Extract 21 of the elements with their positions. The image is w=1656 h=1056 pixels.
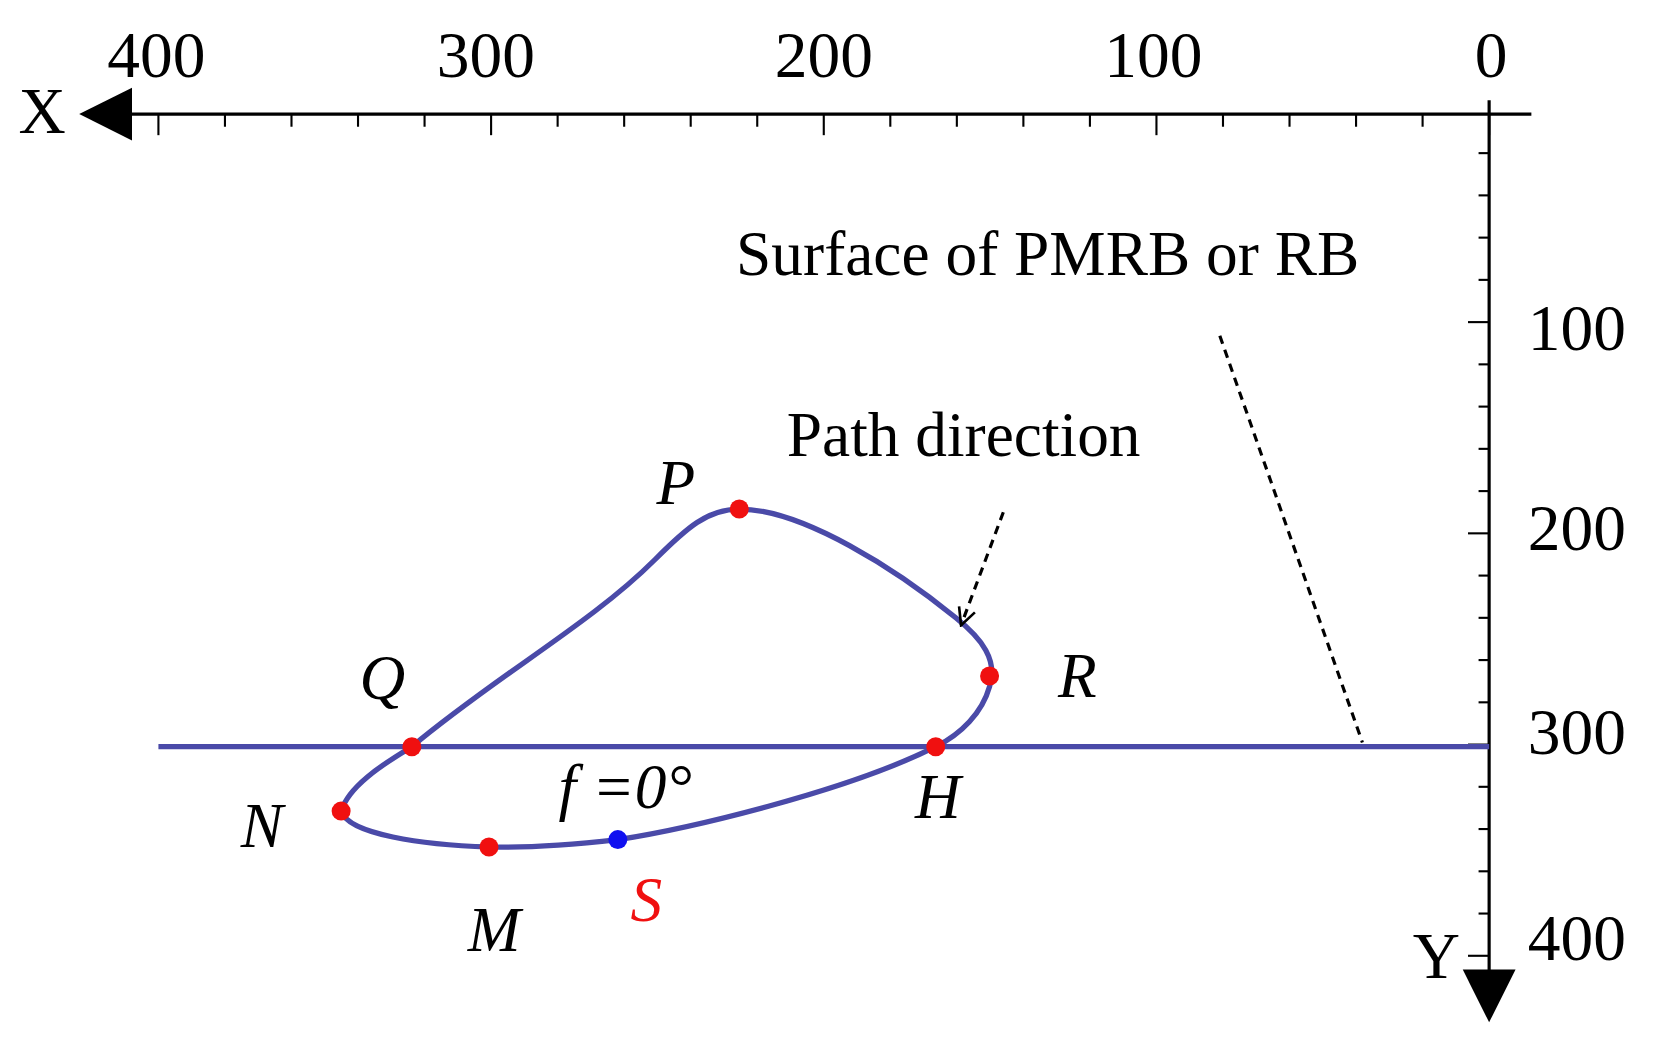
point-label: S	[630, 868, 663, 932]
tick-label: 100	[1104, 22, 1203, 88]
point-label: N	[240, 794, 284, 858]
axis-label: X	[18, 78, 66, 144]
tick-label: 400	[1527, 905, 1626, 971]
tick-label: 300	[1527, 699, 1626, 765]
surface-line	[158, 744, 1490, 750]
leader-line	[1218, 335, 1364, 743]
tick-label: 0	[1474, 22, 1508, 88]
axis-label: Y	[1412, 923, 1460, 989]
tick-label: 400	[107, 22, 206, 88]
tick-label: 300	[436, 22, 535, 88]
point-label: R	[1057, 644, 1097, 708]
point-label: P	[656, 450, 696, 515]
tick-label: 200	[774, 22, 873, 88]
tick-label: 200	[1527, 495, 1626, 561]
leader-line	[957, 511, 1005, 627]
tick-label: 100	[1527, 294, 1626, 361]
callout-text: Surface of PMRB or RB	[736, 221, 1360, 286]
point-label: Q	[359, 646, 406, 710]
callout-text: Path direction	[786, 403, 1141, 467]
